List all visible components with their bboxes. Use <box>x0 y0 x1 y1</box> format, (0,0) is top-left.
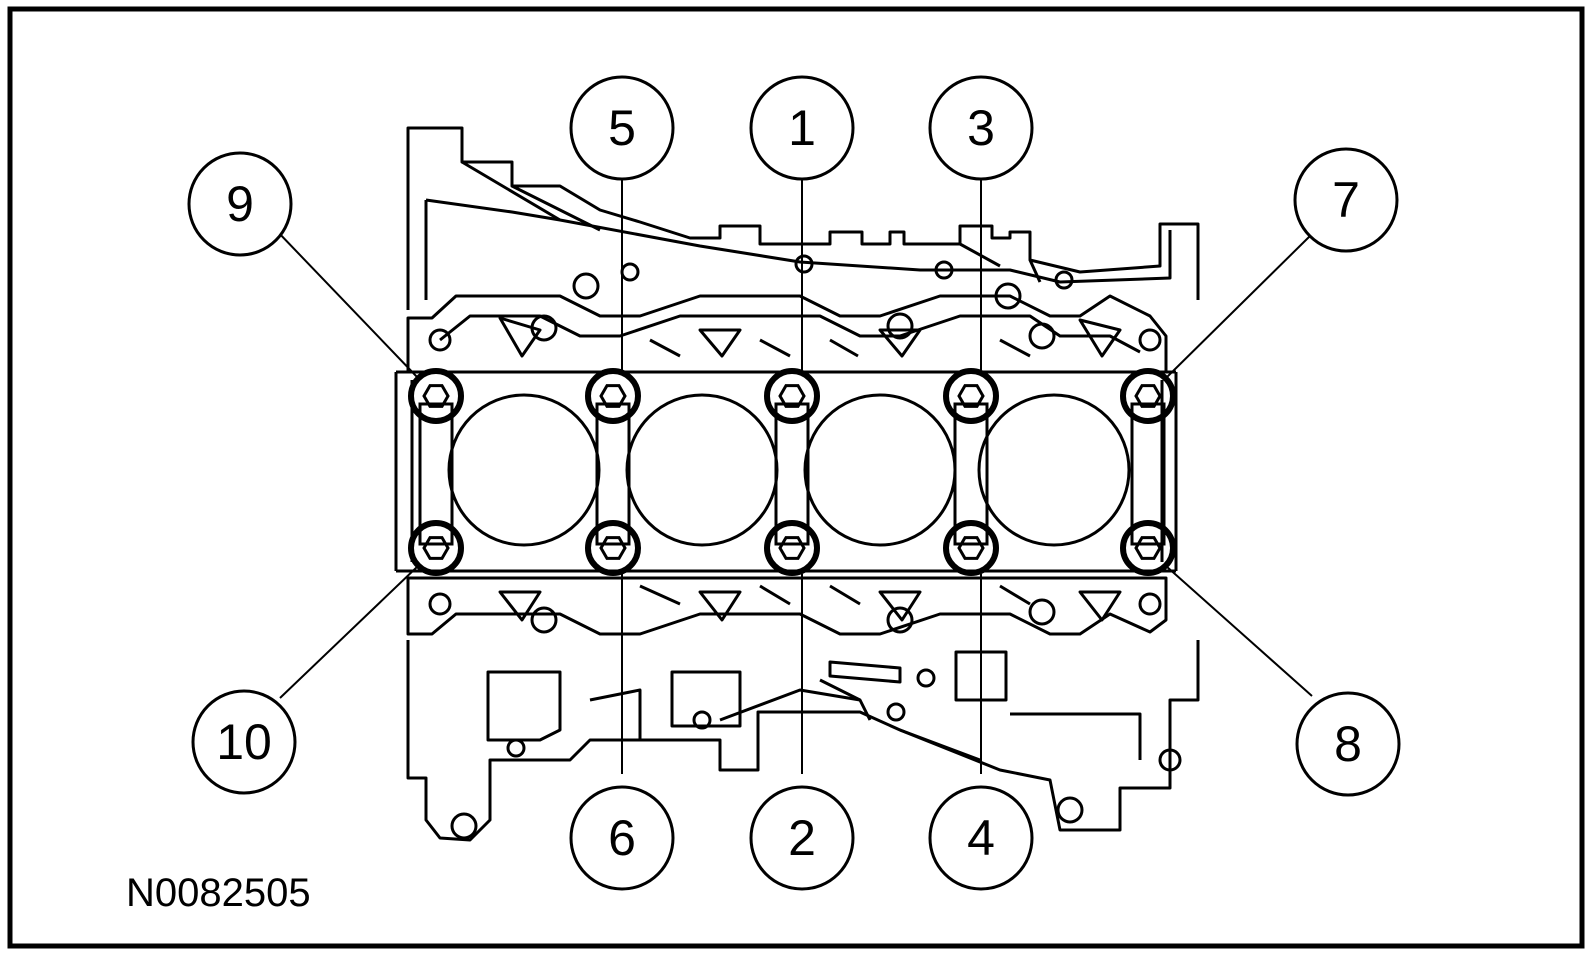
cap-bar-5 <box>1130 402 1166 546</box>
cap-bar-4 <box>953 402 989 546</box>
bolt-9 <box>408 368 464 424</box>
callout-3: 3 <box>928 75 1034 181</box>
callout-bubbles: 9 5 1 3 7 10 6 2 <box>187 75 1401 891</box>
bolt-8 <box>1120 520 1176 576</box>
bolt-6 <box>585 520 641 576</box>
leader-9 <box>275 229 419 379</box>
leader-8 <box>1165 565 1313 697</box>
cap-bar-2 <box>595 402 631 546</box>
boss-7 <box>530 314 558 342</box>
leader-lines <box>275 178 1313 774</box>
boss-14 <box>1028 598 1056 626</box>
boss-2 <box>620 262 640 282</box>
callout-4: 4 <box>928 785 1034 891</box>
boss-11 <box>1138 328 1162 352</box>
svg-text:6: 6 <box>608 810 636 866</box>
cylinder-bore-2 <box>625 393 779 547</box>
bolt-3 <box>943 368 999 424</box>
callout-5: 5 <box>569 75 675 181</box>
boss-22 <box>450 812 478 840</box>
upper-deck-outline <box>406 294 1168 374</box>
boss-6 <box>1054 270 1074 290</box>
boss-12 <box>530 606 558 634</box>
svg-text:8: 8 <box>1334 716 1362 772</box>
lower-deck-outline <box>406 576 1168 636</box>
svg-text:7: 7 <box>1332 172 1360 228</box>
block-upper-rib <box>461 160 1042 283</box>
block-lower-outline <box>406 640 1200 842</box>
head-bolts <box>408 368 1176 576</box>
callout-7: 7 <box>1293 147 1399 253</box>
leader-10 <box>279 565 419 699</box>
callout-2: 2 <box>749 785 855 891</box>
bolt-2 <box>764 520 820 576</box>
lower-pocket-3 <box>828 660 902 684</box>
svg-text:5: 5 <box>608 100 636 156</box>
svg-text:9: 9 <box>226 176 254 232</box>
boss-21 <box>1158 748 1182 772</box>
svg-text:4: 4 <box>967 810 995 866</box>
lower-rib-2 <box>589 678 872 740</box>
lower-pocket-4 <box>954 650 1008 702</box>
boss-5 <box>994 282 1022 310</box>
callout-9: 9 <box>187 151 293 257</box>
leader-7 <box>1165 235 1311 379</box>
boss-8 <box>886 312 914 340</box>
bolt-5 <box>585 368 641 424</box>
lower-web <box>498 590 1122 622</box>
svg-text:10: 10 <box>216 714 272 770</box>
block-upper-outline <box>406 126 1200 310</box>
bolt-7 <box>1120 368 1176 424</box>
bolt-1 <box>764 368 820 424</box>
boss-1 <box>572 272 600 300</box>
callout-6: 6 <box>569 785 675 891</box>
boss-23 <box>1056 796 1084 824</box>
cylinder-bore-1 <box>447 393 601 547</box>
upper-web-1 <box>498 316 1122 358</box>
callout-1: 1 <box>749 75 855 181</box>
cap-bar-3 <box>774 402 810 546</box>
boss-17 <box>916 668 936 688</box>
lower-web-2 <box>639 584 1031 606</box>
boss-10 <box>428 328 452 352</box>
figure-id: N0082505 <box>126 871 311 915</box>
cylinder-bore-3 <box>803 393 957 547</box>
boss-13 <box>886 606 914 634</box>
cap-bar-1 <box>418 402 454 546</box>
cylinder-bore-4 <box>977 393 1131 547</box>
svg-text:3: 3 <box>967 100 995 156</box>
upper-web-2 <box>649 338 1031 358</box>
boss-15 <box>428 592 452 616</box>
boss-3 <box>794 254 814 274</box>
lower-pocket-2 <box>670 670 742 728</box>
boss-9 <box>1028 322 1056 350</box>
block-upper-inner <box>424 198 1172 300</box>
lower-rib-1 <box>719 688 1142 762</box>
svg-text:1: 1 <box>788 100 816 156</box>
svg-text:2: 2 <box>788 810 816 866</box>
boss-20 <box>506 738 526 758</box>
boss-18 <box>886 702 906 722</box>
callout-10: 10 <box>191 689 297 795</box>
bearing-cap-bars <box>418 402 1166 546</box>
callout-8: 8 <box>1295 691 1401 797</box>
bolt-4 <box>943 520 999 576</box>
boss-4 <box>934 260 954 280</box>
figure-border <box>7 6 1585 949</box>
deck-right-edge <box>1160 372 1178 571</box>
boss-16 <box>1138 592 1162 616</box>
lower-pocket-1 <box>486 670 562 742</box>
engine-block-drawing <box>394 126 1200 842</box>
bolt-10 <box>408 520 464 576</box>
boss-19 <box>692 710 712 730</box>
